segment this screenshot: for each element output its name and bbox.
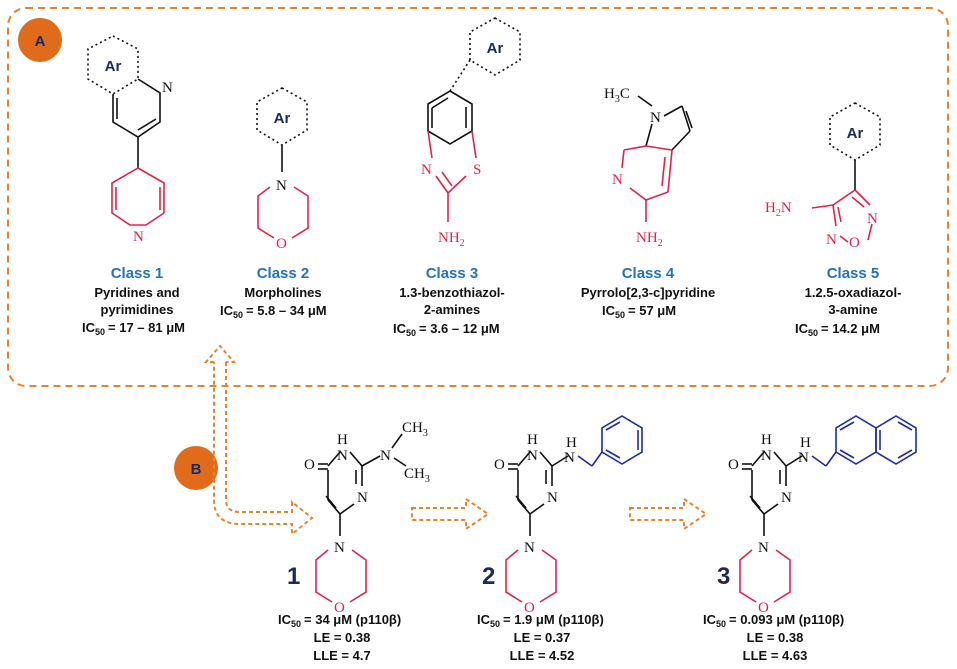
panel-a-badge: A [18, 18, 62, 62]
compound-3-le: LE = 0.38 [747, 630, 804, 645]
svg-text:N: N [781, 490, 792, 506]
compound-3-number: 3 [717, 563, 730, 590]
flow-arrow-class2-to-compound1 [203, 344, 314, 537]
svg-text:O: O [728, 457, 739, 473]
class-2-title: Class 2 [257, 265, 310, 282]
svg-text:N: N [421, 162, 432, 178]
svg-text:H2N: H2N [765, 200, 792, 219]
compound-1-le: LE = 0.38 [314, 630, 371, 645]
ar-label: Ar [487, 40, 504, 57]
class-3-ic50: IC50= 3.6 – 12 μM [393, 321, 500, 338]
class-1-line-1: Pyridines and [94, 285, 179, 300]
svg-text:N: N [380, 448, 391, 464]
ar-label: Ar [847, 125, 864, 142]
class-4-structure: H3C N N NH2 [604, 86, 693, 249]
svg-text:O: O [276, 236, 287, 252]
ar-label: Ar [105, 58, 122, 75]
svg-text:N: N [650, 110, 661, 126]
compound-2-structure: O H N N H N N O [494, 415, 643, 616]
svg-text:N: N [867, 211, 878, 227]
class-1-line-2: pyrimidines [101, 302, 174, 317]
class-2-line-1: Morpholines [244, 285, 321, 300]
class-2-structure: Ar N O [256, 87, 309, 252]
svg-text:N: N [798, 450, 809, 466]
svg-text:O: O [758, 600, 769, 616]
compound-3-structure: O H N N H N N O [728, 415, 917, 616]
svg-text:N: N [276, 178, 287, 194]
class-4-line-1: Pyrrolo[2,3-c]pyridine [581, 285, 715, 300]
class-1-ic50: IC50= 17 – 81 μM [82, 320, 185, 337]
svg-text:N: N [337, 448, 348, 464]
svg-text:CH3: CH3 [404, 466, 430, 485]
compound-1-number: 1 [287, 563, 300, 590]
compound-2-ic50: IC50= 1.9 μM (p110β) [477, 612, 604, 629]
class-3-structure: Ar N S NH2 [421, 17, 521, 249]
svg-text:H: H [800, 435, 811, 451]
flow-arrow-compound2-to-3 [629, 497, 708, 531]
svg-text:H3C: H3C [604, 86, 630, 105]
class-3-line-2: 2-amines [424, 302, 480, 317]
svg-text:H: H [527, 432, 538, 448]
class-5-line-1: 1.2.5-oxadiazol- [805, 285, 902, 300]
class-1-title: Class 1 [111, 265, 164, 282]
class-5-line-2: 3-amine [828, 302, 877, 317]
svg-text:N: N [357, 490, 368, 506]
svg-text:O: O [524, 600, 535, 616]
svg-text:N: N [826, 232, 837, 248]
svg-text:N: N [524, 540, 535, 556]
compound-2-le: LE = 0.37 [514, 630, 571, 645]
compound-2-number: 2 [482, 563, 495, 590]
svg-text:N: N [527, 448, 538, 464]
svg-text:N: N [758, 540, 769, 556]
svg-text:H: H [566, 435, 577, 451]
svg-text:O: O [849, 235, 860, 251]
class-1-structure: Ar N N [87, 35, 173, 245]
svg-text:NH2: NH2 [636, 230, 663, 249]
class-3-title: Class 3 [426, 265, 479, 282]
svg-text:N: N [162, 80, 173, 96]
svg-text:O: O [494, 457, 505, 473]
compound-1-ic50: IC50= 34 μM (p110β) [278, 612, 401, 629]
compound-2-lle: LLE = 4.52 [510, 648, 575, 663]
class-3-line-1: 1.3-benzothiazol- [399, 285, 504, 300]
svg-text:H: H [337, 432, 348, 448]
class-5-ic50: IC50= 14.2 μM [795, 321, 880, 338]
compound-1-lle: LLE = 4.7 [313, 648, 370, 663]
svg-text:N: N [547, 490, 558, 506]
class-5-structure: Ar N N O H2N [765, 102, 881, 251]
panel-a-frame [7, 7, 949, 387]
svg-text:NH2: NH2 [438, 230, 465, 249]
compound-3-lle: LLE = 4.63 [743, 648, 808, 663]
compound-1-structure: O H N N N CH3 CH3 N O [304, 420, 430, 616]
svg-text:N: N [612, 172, 623, 188]
ar-label: Ar [274, 110, 291, 127]
svg-text:O: O [304, 457, 315, 473]
class-2-ic50: IC50= 5.8 – 34 μM [220, 303, 327, 320]
svg-text:B: B [191, 461, 202, 478]
svg-text:S: S [473, 162, 481, 178]
svg-text:N: N [334, 540, 345, 556]
svg-text:N: N [564, 450, 575, 466]
flow-arrow-compound1-to-2 [411, 497, 490, 531]
panel-b-badge: B [174, 446, 218, 490]
class-5-title: Class 5 [827, 265, 880, 282]
svg-text:CH3: CH3 [402, 420, 428, 439]
class-4-ic50: IC50= 57 μM [602, 303, 676, 320]
class-4-title: Class 4 [622, 265, 675, 282]
svg-text:N: N [761, 448, 772, 464]
compound-3-ic50: IC50= 0.093 μM (p110β) [703, 612, 844, 629]
svg-text:A: A [35, 33, 46, 50]
svg-text:O: O [334, 600, 345, 616]
svg-text:N: N [133, 229, 144, 245]
svg-text:H: H [761, 432, 772, 448]
